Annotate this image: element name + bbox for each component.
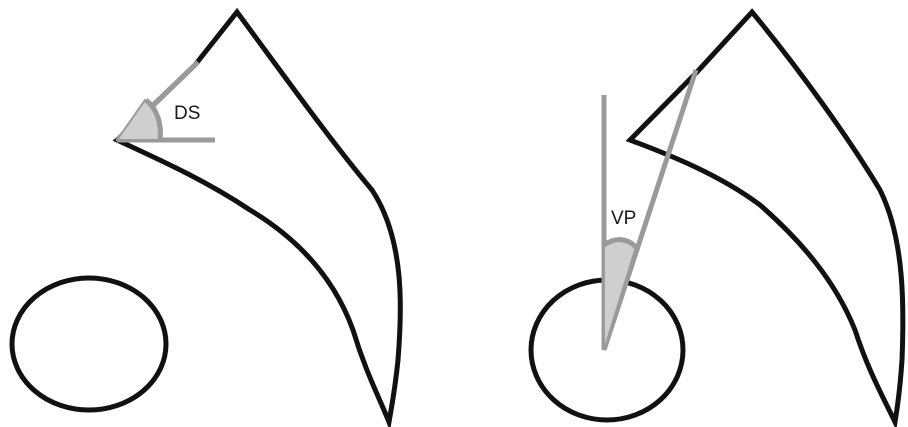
left-oval — [12, 278, 166, 410]
ds-angle-label: DS — [174, 103, 200, 124]
right-blade-outline — [630, 12, 903, 422]
left-blade-outline — [117, 12, 400, 422]
right-angle-wedge — [604, 240, 636, 350]
vp-angle-label: VP — [611, 208, 636, 229]
left-panel: DS — [12, 12, 400, 422]
right-panel: VP — [531, 12, 903, 422]
